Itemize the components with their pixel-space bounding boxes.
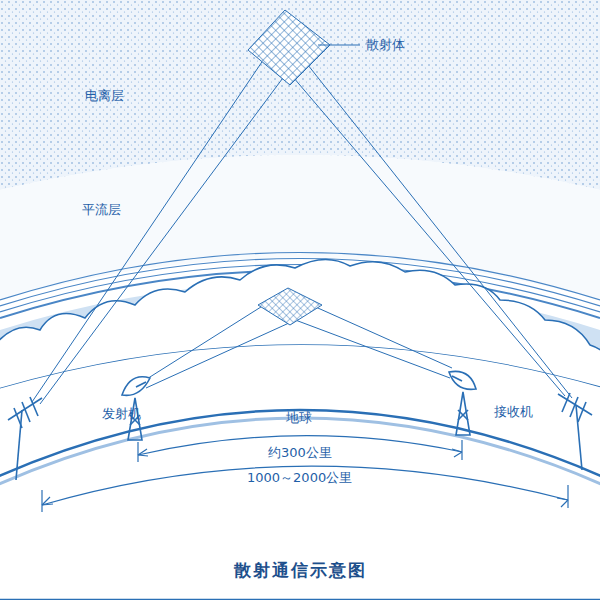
receive-yagi	[558, 393, 592, 470]
troposphere-scatterer	[258, 288, 322, 325]
caption: 散射通信示意图	[234, 560, 367, 580]
leader-line	[318, 45, 360, 46]
distance-label: 约300公里	[265, 445, 335, 461]
station-label: 接收机	[494, 404, 533, 420]
part-label: 散射体	[366, 37, 405, 53]
transmit-yagi	[8, 397, 42, 480]
layer-label: 平流层	[82, 202, 121, 218]
ionosphere-scatterer	[248, 10, 330, 85]
earth-shade	[0, 418, 600, 488]
dimension-arcs	[42, 436, 568, 512]
receive-dish	[449, 371, 476, 435]
station-label: 发射机	[102, 406, 141, 422]
distance-label: 1000～2000公里	[244, 470, 355, 486]
earth-label: 地球	[286, 410, 312, 426]
ionospheric-beams	[32, 50, 572, 404]
earth-surface	[0, 410, 600, 600]
layer-label: 电离层	[85, 88, 124, 104]
